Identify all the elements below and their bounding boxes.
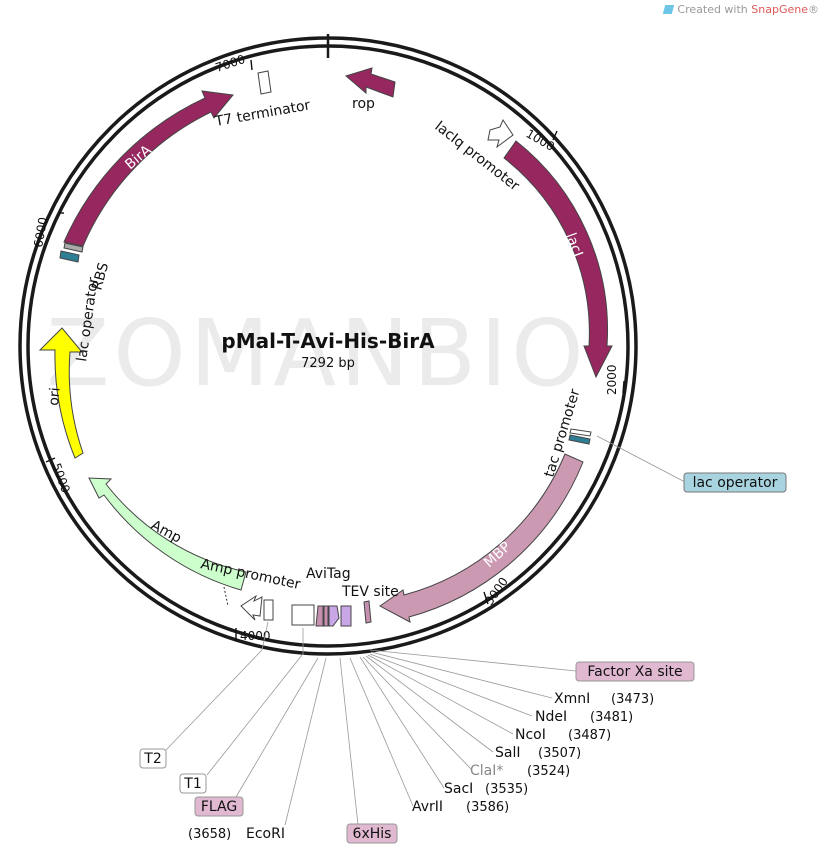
site-t1: T1	[183, 776, 201, 792]
label-T7-terminator: T7 terminator	[213, 97, 312, 130]
site-ecori-pos: (3658)	[188, 827, 231, 842]
feature-MBP[interactable]	[379, 453, 584, 623]
credit-brand: SnapGene	[751, 3, 808, 16]
site-sali-name[interactable]: SalI	[495, 745, 520, 761]
site-flag: FLAG	[201, 799, 237, 815]
feature-lac-operator-right[interactable]	[568, 434, 591, 445]
site-clai-name[interactable]: ClaI*	[470, 763, 503, 779]
site-clai-pos: (3524)	[527, 764, 570, 779]
site-box-t2[interactable]	[139, 748, 167, 769]
site-t2: T2	[143, 751, 161, 767]
leader-ecori	[284, 657, 327, 826]
backbone	[18, 34, 638, 656]
feature-lac-operator-left[interactable]	[59, 250, 80, 263]
leader-ndei	[369, 653, 533, 717]
feature-RBS[interactable]	[63, 242, 84, 253]
site-ncoi-pos: (3487)	[568, 728, 611, 743]
label-ori: ori	[46, 387, 64, 407]
feature-Amp[interactable]	[88, 477, 247, 591]
label-TEV-site: TEV site	[341, 584, 399, 600]
site-saci-pos: (3535)	[485, 782, 528, 797]
tick-4000: 4000	[240, 629, 271, 643]
site-ecori-name[interactable]: EcoRI	[246, 826, 285, 842]
label-RBS: RBS	[89, 261, 112, 292]
tick-mark-7000	[250, 59, 253, 71]
site-xmni-name[interactable]: XmnI	[554, 691, 590, 707]
feature-lacIq-promoter[interactable]	[487, 118, 514, 149]
feature-TEV-site[interactable]	[363, 600, 372, 624]
site-ndei-pos: (3481)	[590, 710, 633, 725]
feature-AviTag[interactable]	[328, 605, 340, 627]
feature-FLAG-block[interactable]	[315, 605, 324, 627]
tick-mark-5000	[45, 457, 56, 463]
feature-tac-promoter[interactable]	[569, 428, 592, 437]
tick-7000: 7000	[214, 52, 247, 75]
leader-ncoi	[367, 654, 514, 735]
snapgene-credit: Created with SnapGene®	[663, 3, 819, 16]
feature-6xHis-block[interactable]	[323, 605, 329, 627]
site-sali-pos: (3507)	[538, 746, 581, 761]
credit-suffix: ®	[808, 3, 819, 16]
tick-1000: 1000	[524, 126, 557, 153]
credit-prefix: Created with	[677, 3, 752, 16]
site-factor-xa: Factor Xa site	[587, 664, 682, 680]
site-saci-name[interactable]: SacI	[444, 781, 473, 797]
feature-AviTag-block[interactable]	[340, 605, 352, 627]
leader-6xhis	[339, 657, 359, 826]
tick-mark-1000	[552, 130, 558, 141]
site-ndei-name[interactable]: NdeI	[535, 709, 567, 725]
leader-xmni	[370, 651, 553, 699]
plasmid-name: pMal-T-Avi-His-BirA	[221, 329, 435, 353]
tick-mark-3000	[483, 591, 489, 605]
site-lac-operator: lac operator	[693, 475, 778, 491]
feature-BirA[interactable]	[63, 90, 234, 247]
site-box-t1[interactable]	[179, 773, 207, 794]
leader-lines	[165, 435, 686, 826]
leader-clai	[362, 656, 473, 771]
feature-T2-box[interactable]	[263, 599, 274, 621]
tick-5000: 5000	[49, 461, 73, 494]
feature-T1-box[interactable]	[291, 604, 315, 626]
leader-stub-t2	[261, 621, 269, 651]
leader-factor-xa	[369, 649, 577, 672]
leader-saci	[359, 656, 445, 789]
leader-lac-operator	[596, 435, 686, 483]
site-box-6xhis[interactable]	[346, 823, 398, 844]
leader-avrii	[349, 657, 414, 807]
tick-6000: 6000	[31, 216, 50, 249]
feature-lacI[interactable]	[503, 140, 613, 379]
site-box-flag[interactable]	[194, 796, 244, 817]
leader-t2	[165, 649, 263, 751]
tick-2000: 2000	[605, 364, 619, 395]
amp-dashed-divider	[223, 586, 229, 607]
leader-flag	[235, 657, 319, 798]
leader-t1	[206, 654, 303, 776]
label-rop: rop	[352, 96, 375, 112]
site-box-factor-xa[interactable]	[575, 661, 695, 682]
site-labels: lac operator Factor Xa site XmnI (3473) …	[139, 472, 787, 844]
site-avrii-name[interactable]: AvrII	[412, 799, 443, 815]
label-lacI: lacI	[562, 231, 585, 259]
feature-Amp-promoter[interactable]	[240, 594, 263, 621]
site-6xhis: 6xHis	[353, 826, 392, 842]
tick-mark-2000	[622, 380, 625, 394]
leader-sali	[365, 655, 494, 753]
feature-ori[interactable]	[38, 327, 84, 459]
feature-rop[interactable]	[344, 67, 396, 98]
site-xmni-pos: (3473)	[611, 692, 654, 707]
watermark-text: ZOMANBIO	[46, 300, 587, 407]
feature-T7-terminator[interactable]	[257, 70, 272, 95]
label-AviTag: AviTag	[306, 566, 351, 582]
plasmid-length: 7292 bp	[301, 356, 355, 371]
label-Amp-promoter: Amp promoter	[199, 556, 302, 593]
site-avrii-pos: (3586)	[466, 800, 509, 815]
site-ncoi-name[interactable]: NcoI	[515, 727, 546, 743]
site-box-lac-operator[interactable]	[683, 472, 787, 493]
features	[38, 67, 613, 627]
